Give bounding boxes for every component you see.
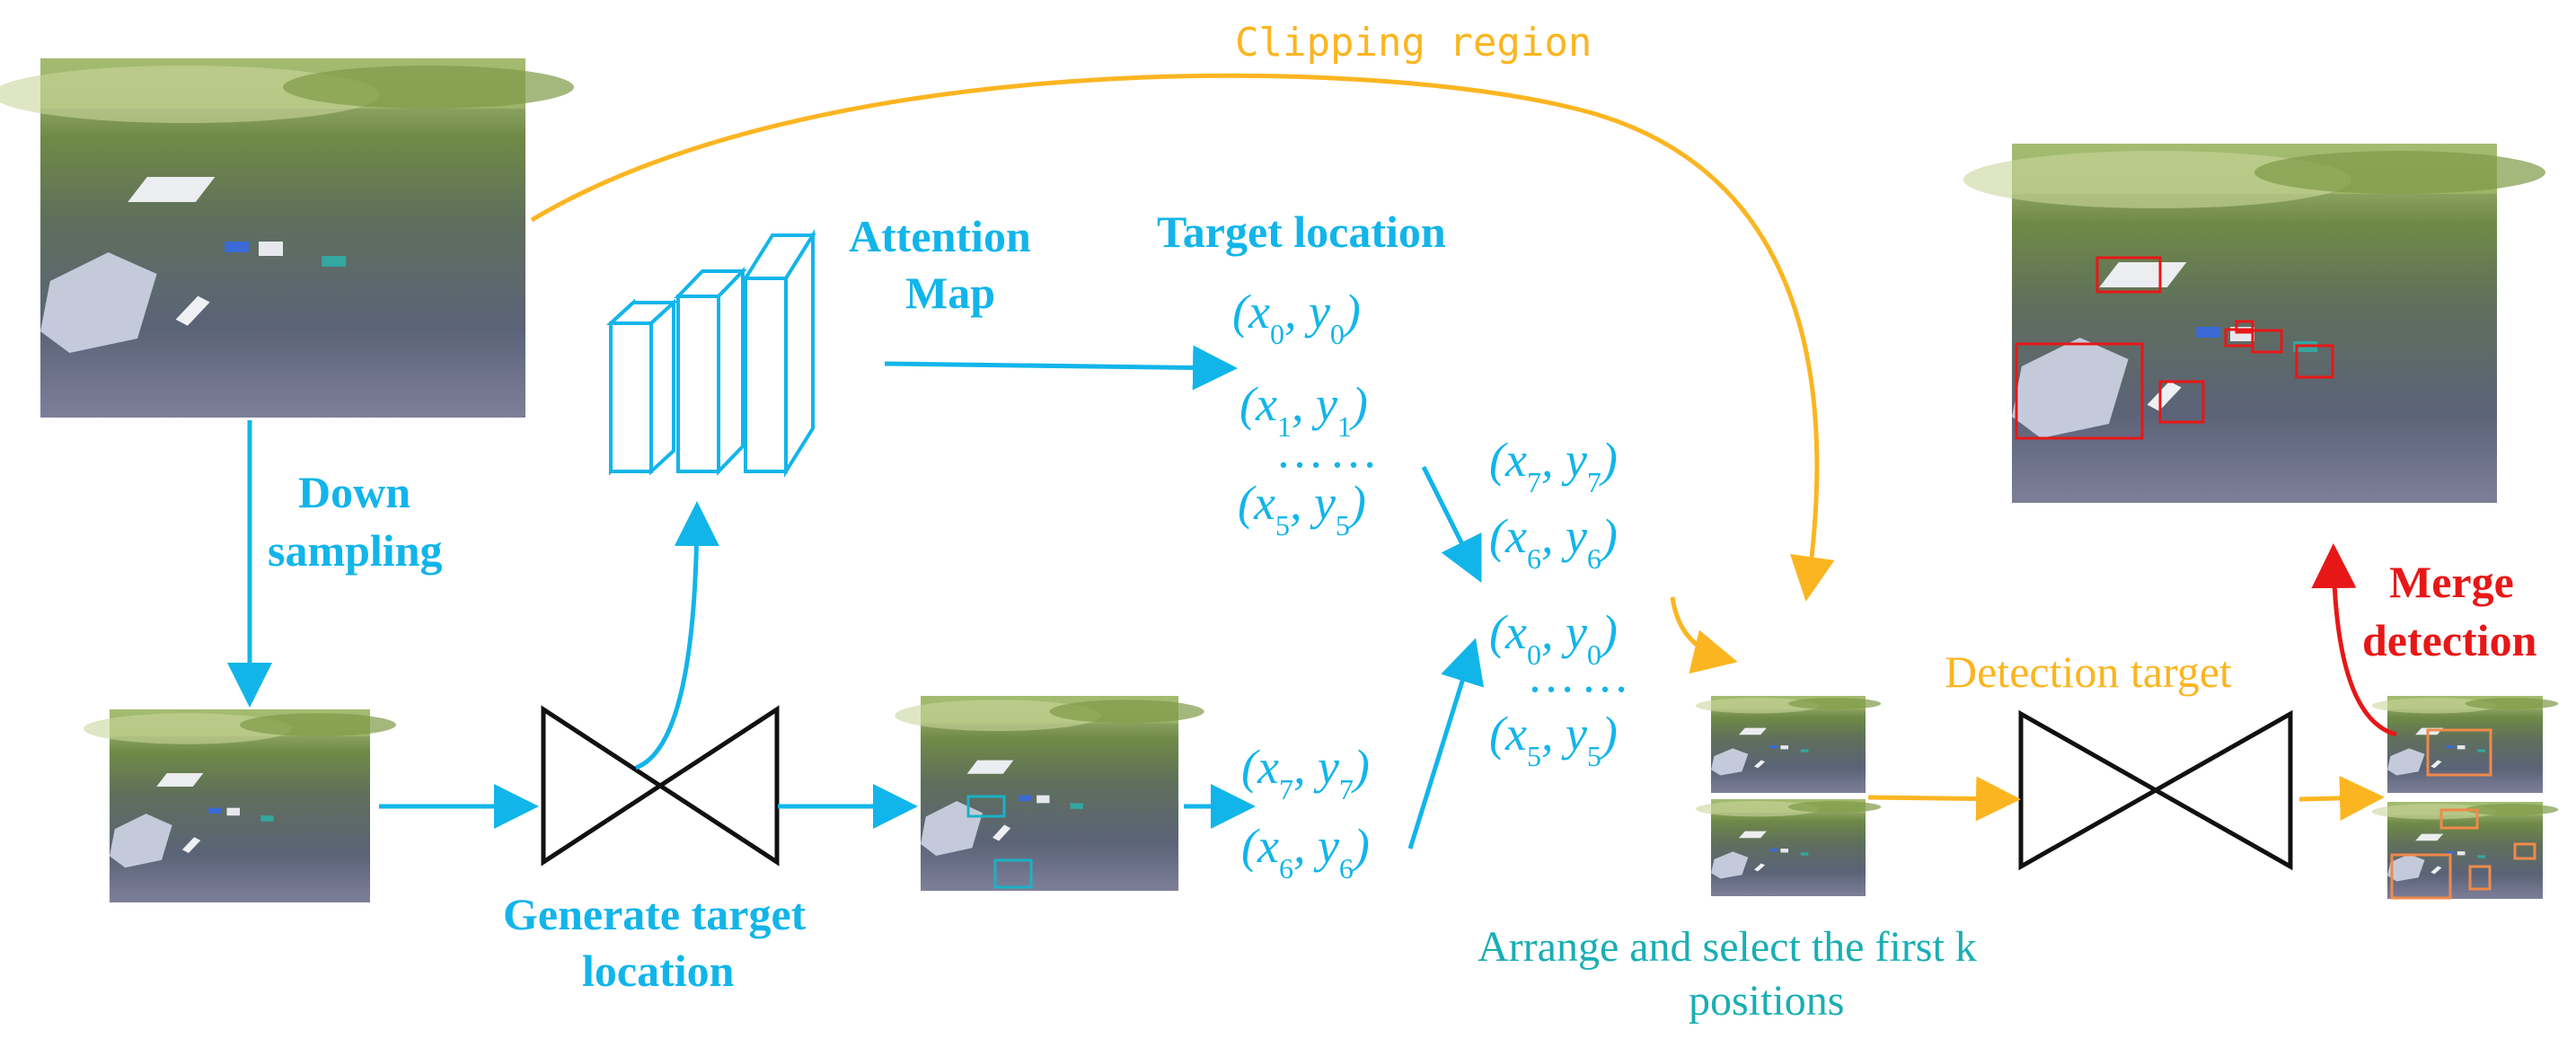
coord-entry: (x5, y5) xyxy=(1238,476,1366,541)
attention-map-layers xyxy=(605,229,816,478)
arrange-label-line1: Arrange and select the first k xyxy=(1478,923,1977,971)
detection-box-can-2 xyxy=(2235,320,2254,334)
merge-detection-label-line2: detection xyxy=(2362,615,2537,665)
arrow-attention-to-targets xyxy=(884,345,1238,391)
arrange-label-line2: positions xyxy=(1689,977,1844,1025)
arrow-to-attention xyxy=(635,501,719,770)
arrow-sorted-to-clips xyxy=(1670,596,1738,674)
generate-target-label-line2: location xyxy=(582,946,735,996)
down-sampling-label-line2: sampling xyxy=(268,525,443,576)
down-sampling-label-line1: Down xyxy=(298,467,410,517)
input-image xyxy=(0,58,574,418)
result-clip-bottom-box-3 xyxy=(2468,865,2492,891)
coord-entry: (x7, y7) xyxy=(1489,433,1618,498)
clip-image-bottom xyxy=(1695,799,1882,896)
detection-target-label: Detection target xyxy=(1945,647,2232,697)
detection-box-bag xyxy=(2015,342,2144,440)
target-location-title: Target location xyxy=(1157,207,1446,257)
location-box-1 xyxy=(966,795,1006,818)
clip-image-top xyxy=(1695,696,1882,793)
coord-entry: (x6, y6) xyxy=(1489,509,1618,575)
coord-entry: (x5, y5) xyxy=(1489,707,1618,772)
detection-box-can-4 xyxy=(2295,344,2334,379)
merge-detection-label-line1: Merge xyxy=(2389,557,2514,607)
coord-entry: (x0, y0) xyxy=(1232,285,1361,350)
result-clip-bottom-box-4 xyxy=(2513,842,2536,860)
arrow-top-to-sorted xyxy=(1421,465,1482,583)
detection-box-bottle xyxy=(2158,380,2205,424)
generate-target-label-line1: Generate target xyxy=(503,889,807,939)
detection-box-paper xyxy=(2095,256,2162,294)
detection-network-bowtie xyxy=(2018,709,2293,871)
located-image xyxy=(895,696,1204,891)
attention-map-label-line2: Map xyxy=(905,268,995,318)
arrow-clipping-region xyxy=(530,73,1835,602)
attention-map-label-line1: Attention xyxy=(849,211,1031,261)
result-clip-bottom-box-2 xyxy=(2439,808,2479,830)
coord-ellipsis: …… xyxy=(1527,648,1635,702)
bottom-coordinate-list: (x7, y7) (x6, y6) xyxy=(1241,740,1370,884)
location-box-2 xyxy=(993,858,1033,889)
downsampled-image xyxy=(84,709,396,902)
top-coordinate-list: (x0, y0) (x1, y1) …… (x5, y5) xyxy=(1232,285,1383,541)
arrow-detection-to-results xyxy=(2298,775,2385,821)
result-clip-bottom xyxy=(2371,802,2559,899)
coord-entry: (x7, y7) xyxy=(1241,740,1370,805)
coord-ellipsis: …… xyxy=(1275,424,1383,478)
result-clip-top xyxy=(2371,696,2559,793)
location-network-bowtie xyxy=(541,705,780,867)
clipping-region-label: Clipping region xyxy=(1235,20,1592,66)
arrow-bottom-to-sorted xyxy=(1407,638,1484,849)
sorted-coordinate-list: (x7, y7) (x6, y6) (x0, y0) …… (x5, y5) xyxy=(1489,433,1635,772)
arrow-clips-to-detection xyxy=(1867,776,2021,822)
result-clip-top-box xyxy=(2426,728,2492,777)
result-clip-bottom-box-1 xyxy=(2390,853,2452,900)
final-detection-image xyxy=(1963,144,2545,503)
coord-entry: (x6, y6) xyxy=(1241,819,1370,884)
arrow-merge-detection xyxy=(2311,543,2397,737)
detection-box-can-3 xyxy=(2251,329,2283,354)
